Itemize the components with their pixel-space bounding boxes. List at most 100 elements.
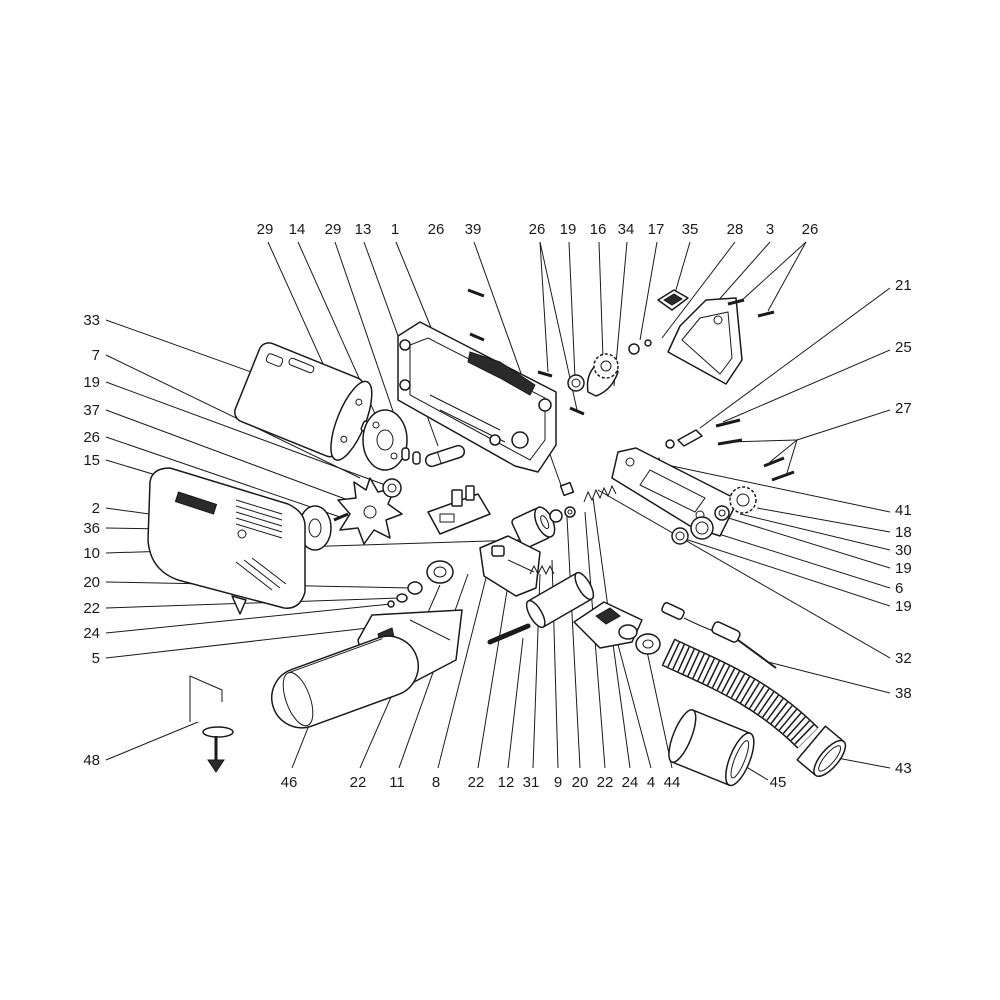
callout-label: 1 bbox=[391, 221, 399, 238]
callout-label: 19 bbox=[83, 374, 100, 391]
leader-line bbox=[767, 241, 807, 312]
switch-part bbox=[657, 289, 689, 311]
block-part bbox=[559, 481, 575, 497]
callout-label: 7 bbox=[92, 347, 100, 364]
side-cover-part bbox=[667, 297, 775, 385]
left-cover-part bbox=[147, 467, 306, 615]
callout-label: 22 bbox=[350, 774, 367, 791]
leader-line bbox=[739, 513, 891, 551]
bushing-part bbox=[511, 506, 556, 549]
pin-part bbox=[665, 429, 703, 449]
callout-label: 44 bbox=[664, 774, 681, 791]
spring-part bbox=[529, 564, 555, 576]
leader-line bbox=[644, 641, 673, 769]
washer-part bbox=[628, 339, 652, 355]
leader-line bbox=[105, 319, 269, 379]
spring-part bbox=[583, 484, 617, 503]
pin-part bbox=[333, 512, 349, 522]
leader-line bbox=[796, 409, 891, 441]
callout-label: 29 bbox=[257, 221, 274, 238]
callout-label: 5 bbox=[92, 650, 100, 667]
leader-line bbox=[722, 349, 891, 423]
pulley-part bbox=[586, 353, 619, 397]
callout-label: 33 bbox=[83, 312, 100, 329]
callout-label: 39 bbox=[465, 221, 482, 238]
callout-label: 27 bbox=[895, 400, 912, 417]
leader-line bbox=[612, 625, 652, 769]
callout-label: 26 bbox=[802, 221, 819, 238]
bearing-part bbox=[671, 505, 730, 545]
leader-line bbox=[831, 756, 891, 769]
leader-line bbox=[699, 287, 891, 429]
bearing-part bbox=[382, 478, 402, 498]
callout-label: 45 bbox=[770, 774, 787, 791]
callout-label: 32 bbox=[895, 650, 912, 667]
leader-line bbox=[785, 439, 798, 477]
leader-line bbox=[566, 516, 581, 769]
leader-line bbox=[507, 637, 524, 769]
leader-line bbox=[767, 661, 891, 694]
callout-label: 22 bbox=[83, 600, 100, 617]
callout-label: 14 bbox=[289, 221, 306, 238]
callout-label: 28 bbox=[727, 221, 744, 238]
leader-line bbox=[105, 381, 389, 487]
power-cable-part bbox=[661, 602, 777, 669]
callout-label: 18 bbox=[895, 524, 912, 541]
callout-label: 48 bbox=[83, 752, 100, 769]
clamp-part bbox=[189, 675, 234, 773]
sanding-belt-part bbox=[271, 635, 419, 729]
callout-label: 4 bbox=[647, 774, 655, 791]
leader-line bbox=[105, 597, 401, 609]
leader-line bbox=[661, 241, 736, 339]
leader-line bbox=[681, 537, 891, 607]
leader-line bbox=[739, 241, 807, 303]
callout-label: 21 bbox=[895, 277, 912, 294]
leader-line bbox=[652, 461, 891, 513]
leader-line bbox=[395, 241, 433, 331]
callout-label: 3 bbox=[766, 221, 774, 238]
callout-label: 35 bbox=[682, 221, 699, 238]
callout-label: 29 bbox=[325, 221, 342, 238]
fan-plate-part bbox=[362, 409, 408, 471]
end-plate-part bbox=[611, 447, 739, 537]
leader-line bbox=[568, 241, 576, 379]
bearing-part bbox=[567, 374, 585, 392]
callout-label: 20 bbox=[83, 574, 100, 591]
callout-label: 37 bbox=[83, 402, 100, 419]
screw-part bbox=[715, 418, 795, 482]
callout-label: 13 bbox=[355, 221, 372, 238]
gear-part bbox=[729, 486, 757, 514]
washer-part bbox=[549, 506, 576, 523]
callout-label: 11 bbox=[389, 774, 405, 791]
callout-label: 6 bbox=[895, 580, 903, 597]
callout-label: 20 bbox=[572, 774, 589, 791]
callout-label: 12 bbox=[498, 774, 515, 791]
fan-part bbox=[298, 505, 332, 551]
callout-label: 24 bbox=[83, 625, 100, 642]
callout-label: 19 bbox=[560, 221, 577, 238]
leader-line bbox=[105, 436, 341, 518]
callout-label: 8 bbox=[432, 774, 440, 791]
leader-line bbox=[105, 627, 369, 659]
leader-line bbox=[539, 241, 549, 373]
main-housing-part bbox=[397, 321, 557, 473]
fitting-part bbox=[618, 624, 661, 655]
callout-label: 36 bbox=[83, 520, 100, 537]
pin-part bbox=[487, 623, 531, 645]
callout-label: 26 bbox=[83, 429, 100, 446]
pin-part bbox=[467, 288, 585, 416]
callout-label: 41 bbox=[895, 502, 912, 519]
circuit-board-part bbox=[427, 485, 491, 535]
callouts-right: 21 25 27 41 18 30 19 6 19 32 38 43 bbox=[895, 277, 912, 777]
callout-label: 19 bbox=[895, 598, 912, 615]
leader-line bbox=[705, 529, 891, 589]
leader-line bbox=[756, 507, 891, 533]
leader-line bbox=[105, 409, 349, 501]
callout-label: 43 bbox=[895, 760, 912, 777]
callouts-top: 29 14 29 13 1 26 39 26 19 16 34 17 35 28… bbox=[257, 221, 819, 238]
callout-label: 2 bbox=[92, 500, 100, 517]
leader-line bbox=[597, 489, 891, 659]
callout-label: 24 bbox=[622, 774, 639, 791]
roller-tube-part bbox=[525, 571, 595, 629]
